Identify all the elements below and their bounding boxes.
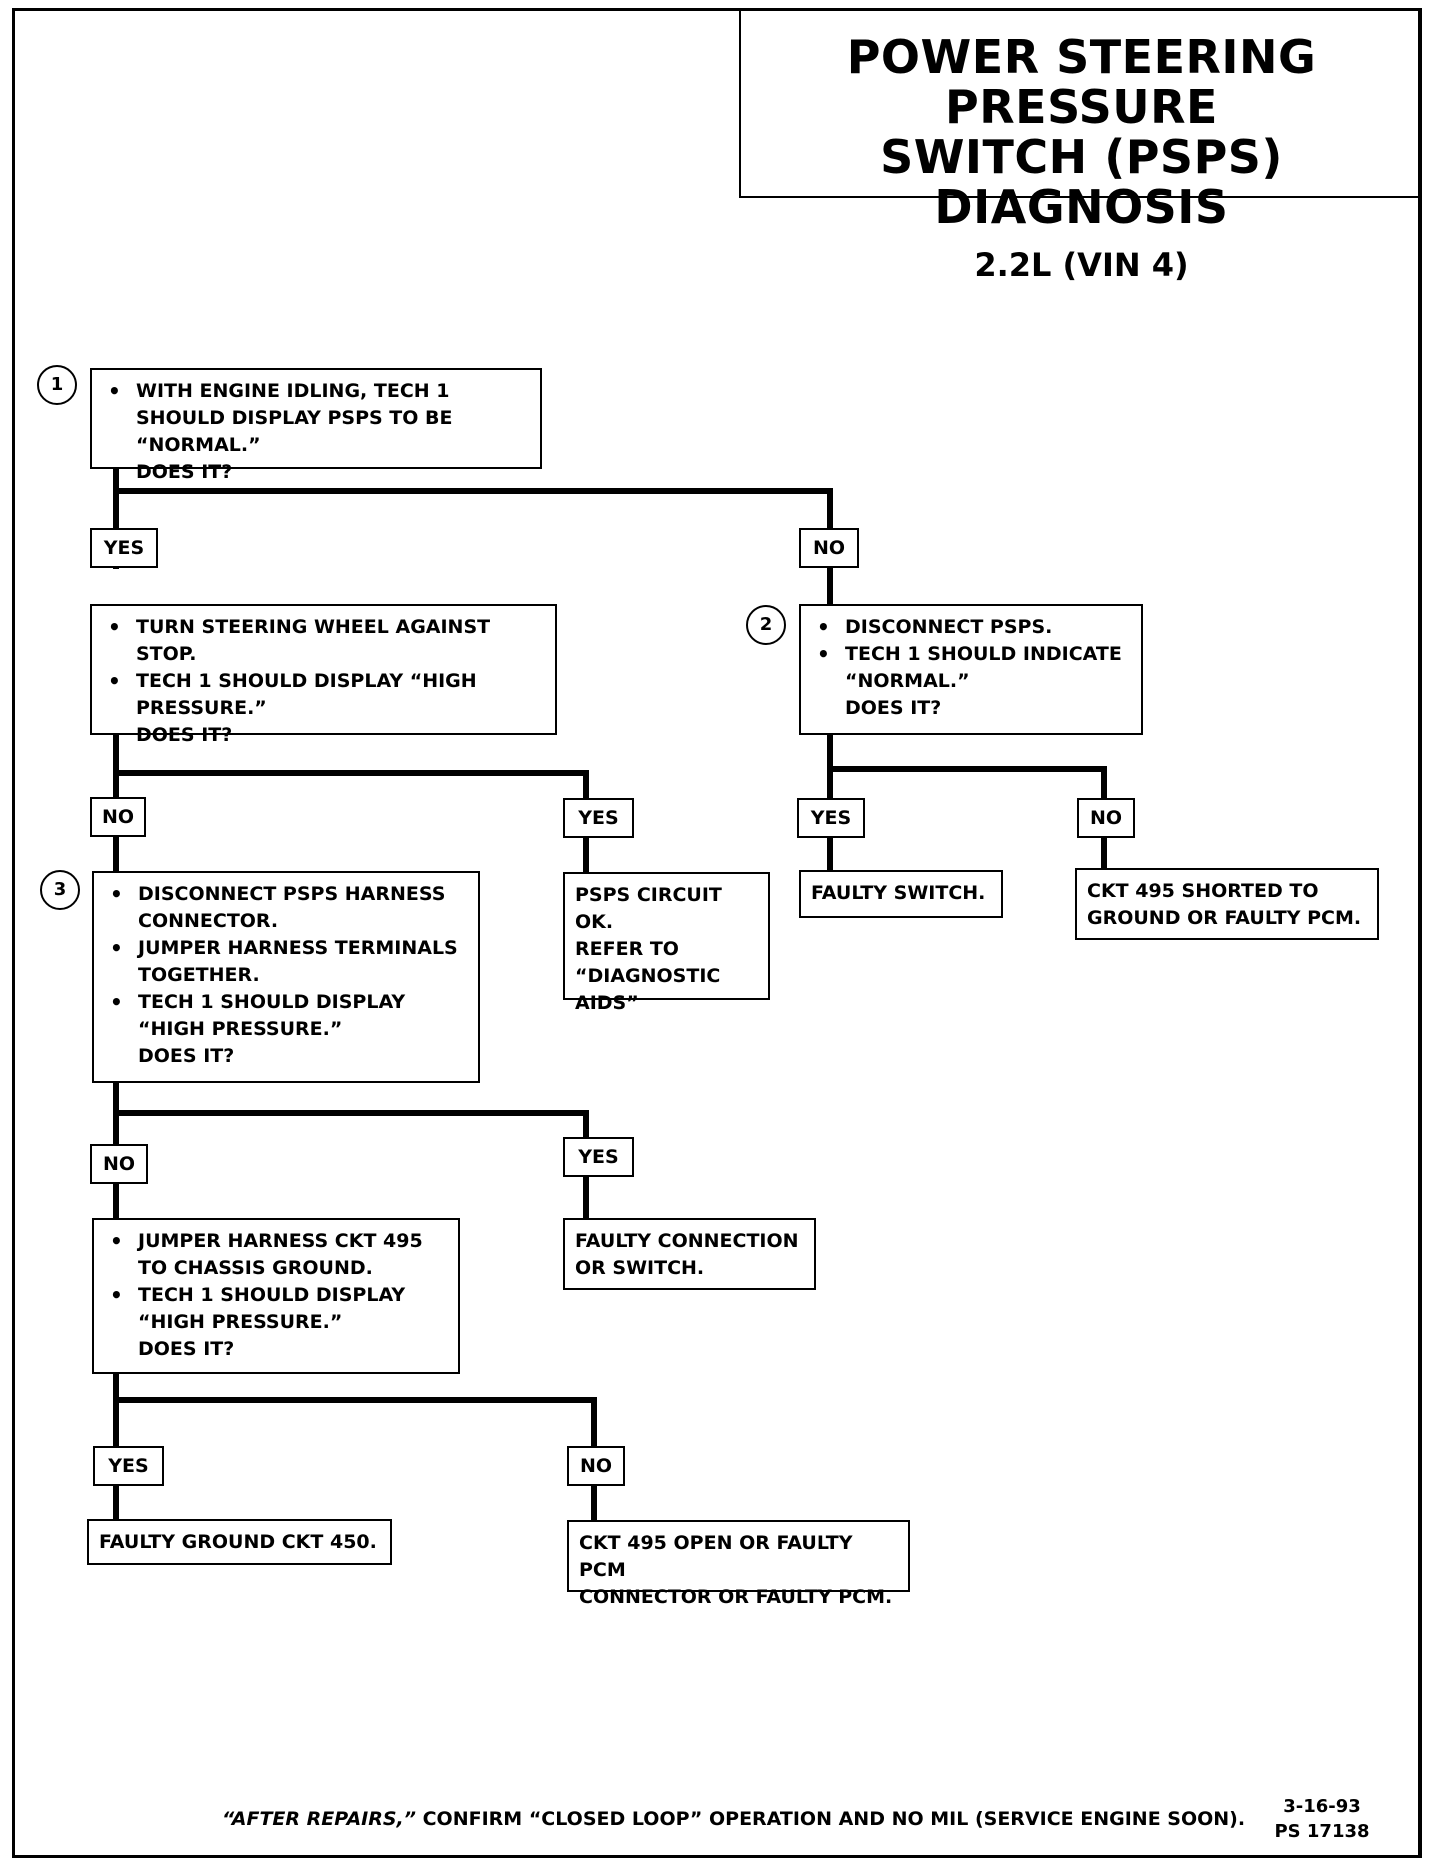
step-marker-1: 1 (37, 365, 77, 405)
node-q4: JUMPER HARNESS CKT 495 TO CHASSIS GROUND… (92, 1218, 460, 1374)
node-q1-bullet-1: WITH ENGINE IDLING, TECH 1 SHOULD DISPLA… (102, 378, 530, 459)
node-q4-bullet-1: JUMPER HARNESS CKT 495 TO CHASSIS GROUND… (104, 1228, 448, 1282)
node-q3: DISCONNECT PSPS HARNESS CONNECTOR. JUMPE… (92, 871, 480, 1083)
result-faulty-ground-line-1: FAULTY GROUND CKT 450. (99, 1531, 377, 1553)
result-circuit-ok-line-3: “DIAGNOSTIC (575, 965, 721, 987)
node-q1-question: DOES IT? (136, 461, 233, 483)
label-q-turn-yes: YES (563, 798, 634, 838)
connector-q4-bar (113, 1397, 597, 1403)
result-ckt495-open-line-1: CKT 495 OPEN OR FAULTY PCM (579, 1532, 853, 1581)
title-line-1: POWER STEERING PRESSURE (846, 30, 1317, 134)
node-q2-bullet-1: DISCONNECT PSPS. (811, 614, 1131, 641)
result-faulty-connection: FAULTY CONNECTION OR SWITCH. (563, 1218, 816, 1290)
label-q-turn-no: NO (90, 797, 146, 837)
footer-note: “AFTER REPAIRS,” CONFIRM “CLOSED LOOP” O… (222, 1808, 1245, 1830)
result-ckt495-shorted: CKT 495 SHORTED TO GROUND OR FAULTY PCM. (1075, 868, 1379, 940)
step-marker-3: 3 (40, 870, 80, 910)
label-q4-no: NO (567, 1446, 625, 1486)
node-q3-bullet-3: TECH 1 SHOULD DISPLAY “HIGH PRESSURE.” (104, 989, 468, 1043)
node-q3-question: DOES IT? (138, 1045, 235, 1067)
node-q2: DISCONNECT PSPS. TECH 1 SHOULD INDICATE … (799, 604, 1143, 735)
label-q1-no: NO (799, 528, 859, 568)
label-q2-no: NO (1077, 798, 1135, 838)
node-q4-bullet-2: TECH 1 SHOULD DISPLAY “HIGH PRESSURE.” (104, 1282, 448, 1336)
label-q3-no: NO (90, 1144, 148, 1184)
result-circuit-ok-line-1: PSPS CIRCUIT OK. (575, 884, 722, 933)
doc-code: 3-16-93 PS 17138 (1262, 1794, 1382, 1844)
doc-date: 3-16-93 (1283, 1796, 1361, 1817)
connector-q-turn-bar (113, 770, 589, 776)
node-q-turn-bullet-1: TURN STEERING WHEEL AGAINST STOP. (102, 614, 545, 668)
page-border (12, 8, 1422, 1858)
footer-after-repairs: “AFTER REPAIRS,” (222, 1808, 416, 1830)
node-q2-question: DOES IT? (845, 697, 942, 719)
connector-q1-stem (113, 467, 119, 569)
connector-q2-bar (827, 766, 1107, 772)
result-faulty-ground: FAULTY GROUND CKT 450. (87, 1519, 392, 1565)
node-q3-bullet-1: DISCONNECT PSPS HARNESS CONNECTOR. (104, 881, 468, 935)
label-q2-yes: YES (797, 798, 865, 838)
label-q4-yes: YES (93, 1446, 164, 1486)
result-circuit-ok: PSPS CIRCUIT OK. REFER TO “DIAGNOSTIC AI… (563, 872, 770, 1014)
node-q2-bullet-2: TECH 1 SHOULD INDICATE “NORMAL.” (811, 641, 1131, 695)
result-ckt495-shorted-line-2: GROUND OR FAULTY PCM. (1087, 907, 1362, 929)
doc-number: PS 17138 (1274, 1821, 1370, 1842)
result-circuit-ok-line-4: AIDS” (575, 992, 639, 1014)
result-faulty-connection-line-1: FAULTY CONNECTION (575, 1230, 799, 1252)
title-subtitle: 2.2L (VIN 4) (974, 246, 1189, 284)
node-q-turn-bullet-2: TECH 1 SHOULD DISPLAY “HIGH PRESSURE.” (102, 668, 545, 722)
title-line-2: SWITCH (PSPS) DIAGNOSIS (880, 130, 1283, 234)
node-q4-question: DOES IT? (138, 1338, 235, 1360)
footer-text: CONFIRM “CLOSED LOOP” OPERATION AND NO M… (416, 1808, 1246, 1830)
title-box: POWER STEERING PRESSURE SWITCH (PSPS) DI… (739, 8, 1422, 284)
connector-q1-bar (113, 488, 833, 494)
node-q1: WITH ENGINE IDLING, TECH 1 SHOULD DISPLA… (90, 368, 542, 483)
result-faulty-connection-line-2: OR SWITCH. (575, 1257, 705, 1279)
result-ckt495-open: CKT 495 OPEN OR FAULTY PCM CONNECTOR OR … (567, 1520, 910, 1608)
result-faulty-switch: FAULTY SWITCH. (799, 870, 1003, 918)
label-q1-yes: YES (90, 528, 158, 568)
node-q3-bullet-2: JUMPER HARNESS TERMINALS TOGETHER. (104, 935, 468, 989)
result-ckt495-shorted-line-1: CKT 495 SHORTED TO (1087, 880, 1319, 902)
node-q-turn-question: DOES IT? (136, 724, 233, 746)
result-ckt495-open-line-2: CONNECTOR OR FAULTY PCM. (579, 1586, 893, 1608)
label-q3-yes: YES (563, 1137, 634, 1177)
step-marker-2: 2 (746, 605, 786, 645)
node-q-turn: TURN STEERING WHEEL AGAINST STOP. TECH 1… (90, 604, 557, 746)
result-faulty-switch-line-1: FAULTY SWITCH. (811, 882, 986, 904)
connector-q3-bar (113, 1110, 589, 1116)
result-circuit-ok-line-2: REFER TO (575, 938, 679, 960)
